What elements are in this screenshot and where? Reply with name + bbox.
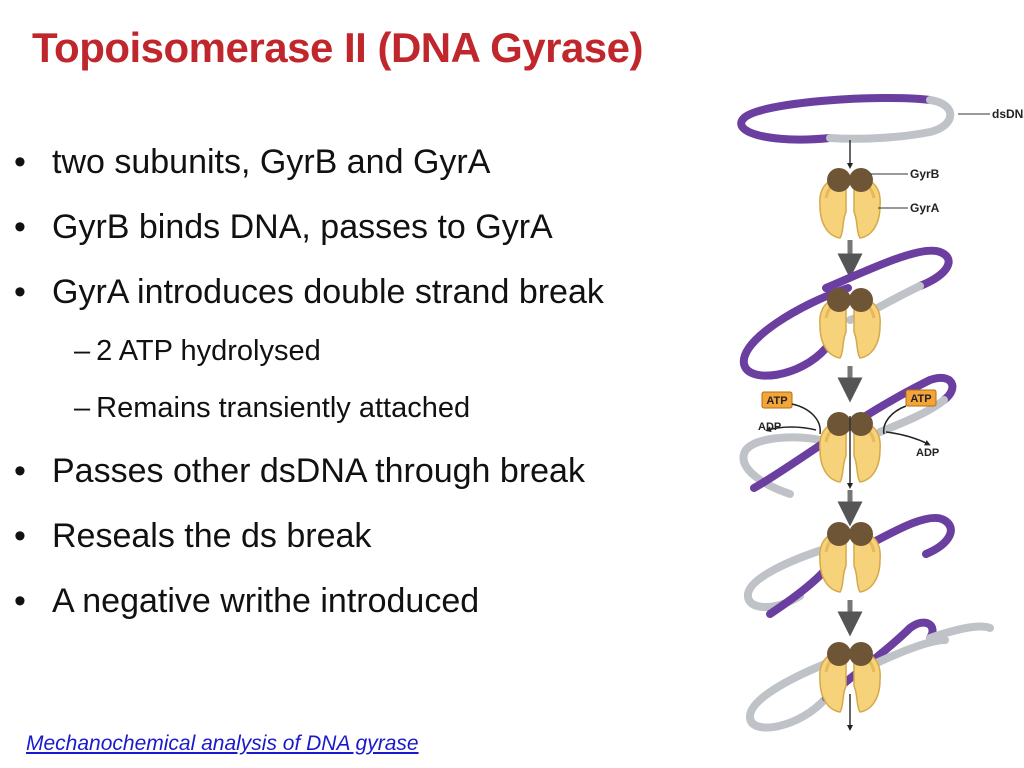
dsdna-label: dsDNA	[992, 107, 1024, 121]
reference-link[interactable]: Mechanochemical analysis of DNA gyrase	[26, 732, 419, 755]
adp-right-label: ADP	[916, 447, 939, 459]
adp-left-label: ADP	[758, 421, 781, 433]
bullet-item: • GyrB binds DNA, passes to GyrA	[14, 197, 604, 262]
bullet-item: • GyrA introduces double strand break	[14, 262, 604, 327]
bullet-item: • two subunits, GyrB and GyrA	[14, 132, 604, 197]
bullet-item: • Reseals the ds break	[14, 506, 604, 571]
bullet-text: GyrB binds DNA, passes to GyrA	[52, 208, 553, 246]
gyrase-mechanism-diagram: dsDNA GyrB GyrA ATP ATP ADP ADP	[737, 94, 1024, 732]
sub-bullet-text: Remains transiently attached	[96, 392, 471, 424]
bullet-marker: •	[14, 582, 26, 620]
stage-5	[746, 618, 994, 732]
stage-1: dsDNA GyrB GyrA	[737, 94, 1024, 240]
sub-bullet-item: –Remains transiently attached	[14, 384, 604, 441]
stage-2	[739, 246, 953, 380]
bullet-marker: •	[14, 273, 26, 311]
atp-left-label: ATP	[766, 395, 787, 407]
bullet-marker: •	[14, 208, 26, 246]
dna-loop-grey	[826, 96, 955, 143]
gyra-label: GyrA	[910, 201, 940, 215]
bullet-item: • A negative writhe introduced	[14, 571, 604, 636]
bullet-marker: •	[14, 452, 26, 490]
sub-bullet-marker: –	[74, 392, 91, 424]
bullet-list: • two subunits, GyrB and GyrA • GyrB binds…	[14, 132, 604, 636]
atp-badge	[761, 391, 793, 409]
stage-3: ATP ATP ADP ADP	[739, 374, 957, 498]
dna-loop-purple	[737, 94, 934, 144]
bullet-text: Passes other dsDNA through break	[52, 452, 585, 490]
sub-bullet-marker: –	[74, 335, 91, 367]
atp-right-label: ATP	[910, 393, 931, 405]
bullet-marker: •	[14, 143, 26, 181]
gyrase-enzyme	[818, 166, 882, 240]
slide-title: Topoisomerase II (DNA Gyrase)	[32, 24, 644, 71]
gyrb-label: GyrB	[910, 167, 940, 181]
bullet-text: GyrA introduces double strand break	[52, 273, 604, 311]
bullet-text: Reseals the ds break	[52, 517, 372, 555]
sub-bullet-item: –2 ATP hydrolysed	[14, 327, 604, 384]
atp-badge	[905, 389, 937, 407]
bullet-text: two subunits, GyrB and GyrA	[52, 143, 491, 181]
bullet-text: A negative writhe introduced	[52, 582, 480, 620]
bullet-marker: •	[14, 517, 26, 555]
stage-4	[744, 513, 955, 618]
sub-bullet-text: 2 ATP hydrolysed	[96, 335, 321, 367]
bullet-item: • Passes other dsDNA through break	[14, 441, 604, 506]
